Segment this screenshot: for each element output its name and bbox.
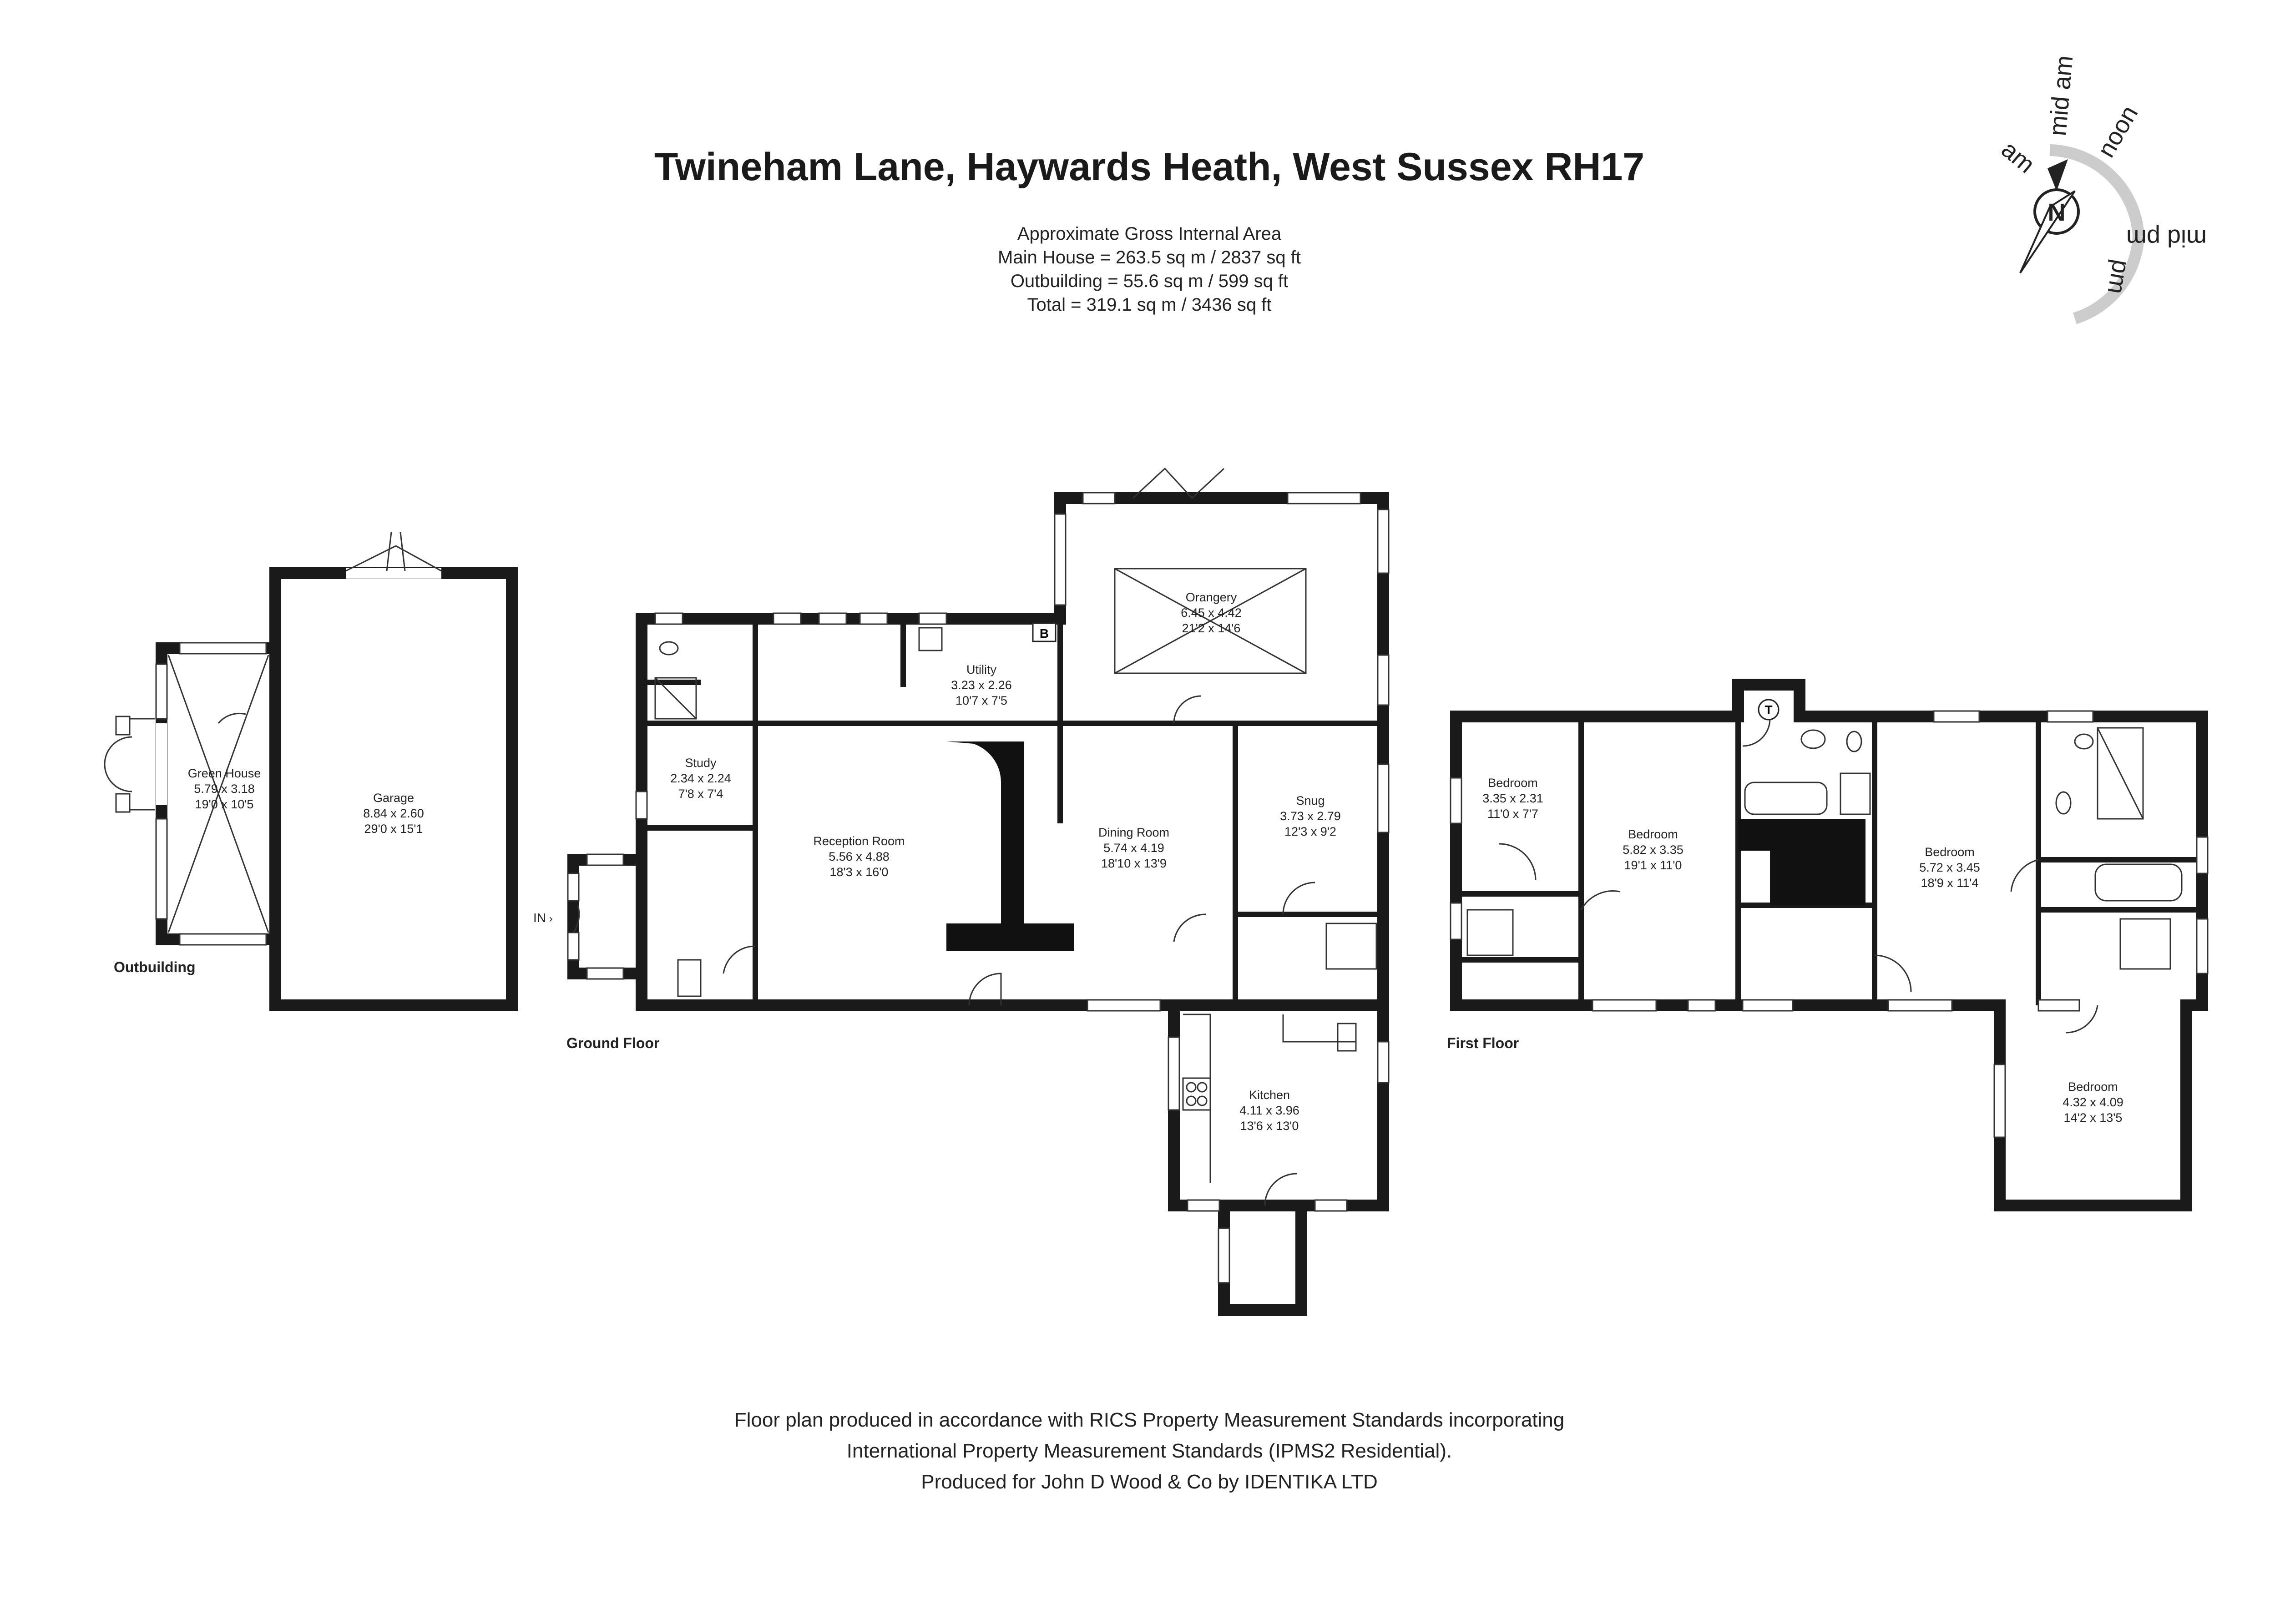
compass-label-mid-pm: mid pm xyxy=(2126,224,2207,252)
room-snug: Snug 3.73 x 2.79 12'3 x 9'2 xyxy=(1280,794,1341,838)
room-bedroom-1: Bedroom 3.35 x 2.31 11'0 x 7'7 xyxy=(1482,776,1543,821)
area-heading: Approximate Gross Internal Area xyxy=(1017,224,1282,244)
footer-line-2: International Property Measurement Stand… xyxy=(846,1440,1452,1462)
room-orangery: Orangery 6.45 x 4.42 21'2 x 14'6 xyxy=(1181,590,1242,635)
compass-label-am: am xyxy=(1996,136,2040,178)
tank-label: T xyxy=(1764,703,1772,717)
footer-line-1: Floor plan produced in accordance with R… xyxy=(734,1409,1565,1431)
area-total: Total = 319.1 sq m / 3436 sq ft xyxy=(1027,295,1272,315)
room-reception: Reception Room 5.56 x 4.88 18'3 x 16'0 xyxy=(813,834,905,879)
entrance-label: IN › xyxy=(533,911,553,925)
boiler-label: B xyxy=(1040,626,1049,641)
room-kitchen: Kitchen 4.11 x 3.96 13'6 x 13'0 xyxy=(1239,1088,1299,1133)
footer-credits: Floor plan produced in accordance with R… xyxy=(0,1405,2275,1498)
room-study: Study 2.34 x 2.24 7'8 x 7'4 xyxy=(670,756,731,801)
floor-label-outbuilding: Outbuilding xyxy=(114,959,196,975)
area-outbuilding: Outbuilding = 55.6 sq m / 599 sq ft xyxy=(1010,271,1289,291)
first-floor-plan: T xyxy=(1450,679,2209,1211)
compass-label-noon: noon xyxy=(2092,101,2143,162)
compass-icon: N am mid am noon mid pm pm xyxy=(1996,54,2207,324)
room-utility: Utility 3.23 x 2.26 10'7 x 7'5 xyxy=(951,663,1012,707)
area-main-house: Main House = 263.5 sq m / 2837 sq ft xyxy=(998,247,1301,267)
room-bedroom-4: Bedroom 4.32 x 4.09 14'2 x 13'5 xyxy=(2063,1080,2123,1125)
room-bedroom-3: Bedroom 5.72 x 3.45 18'9 x 11'4 xyxy=(1919,845,1980,890)
floor-label-first: First Floor xyxy=(1447,1035,1519,1051)
page-title: Twineham Lane, Haywards Heath, West Suss… xyxy=(654,145,1645,189)
outbuilding-plan xyxy=(104,532,518,1011)
room-green-house: Green House 5.79 x 3.18 19'0 x 10'5 xyxy=(187,767,261,811)
compass-north: N xyxy=(2048,199,2066,226)
ground-floor-plan: B xyxy=(567,467,1390,1316)
floor-label-ground: Ground Floor xyxy=(566,1035,660,1051)
footer-line-3: Produced for John D Wood & Co by IDENTIK… xyxy=(921,1471,1378,1493)
compass-label-mid-am: mid am xyxy=(2044,54,2078,137)
room-garage: Garage 8.84 x 2.60 29'0 x 15'1 xyxy=(363,791,424,836)
compass-label-pm: pm xyxy=(2103,258,2135,296)
room-bedroom-2: Bedroom 5.82 x 3.35 19'1 x 11'0 xyxy=(1623,827,1684,872)
room-dining: Dining Room 5.74 x 4.19 18'10 x 13'9 xyxy=(1098,826,1170,870)
area-summary: Approximate Gross Internal Area Main Hou… xyxy=(0,222,2275,317)
